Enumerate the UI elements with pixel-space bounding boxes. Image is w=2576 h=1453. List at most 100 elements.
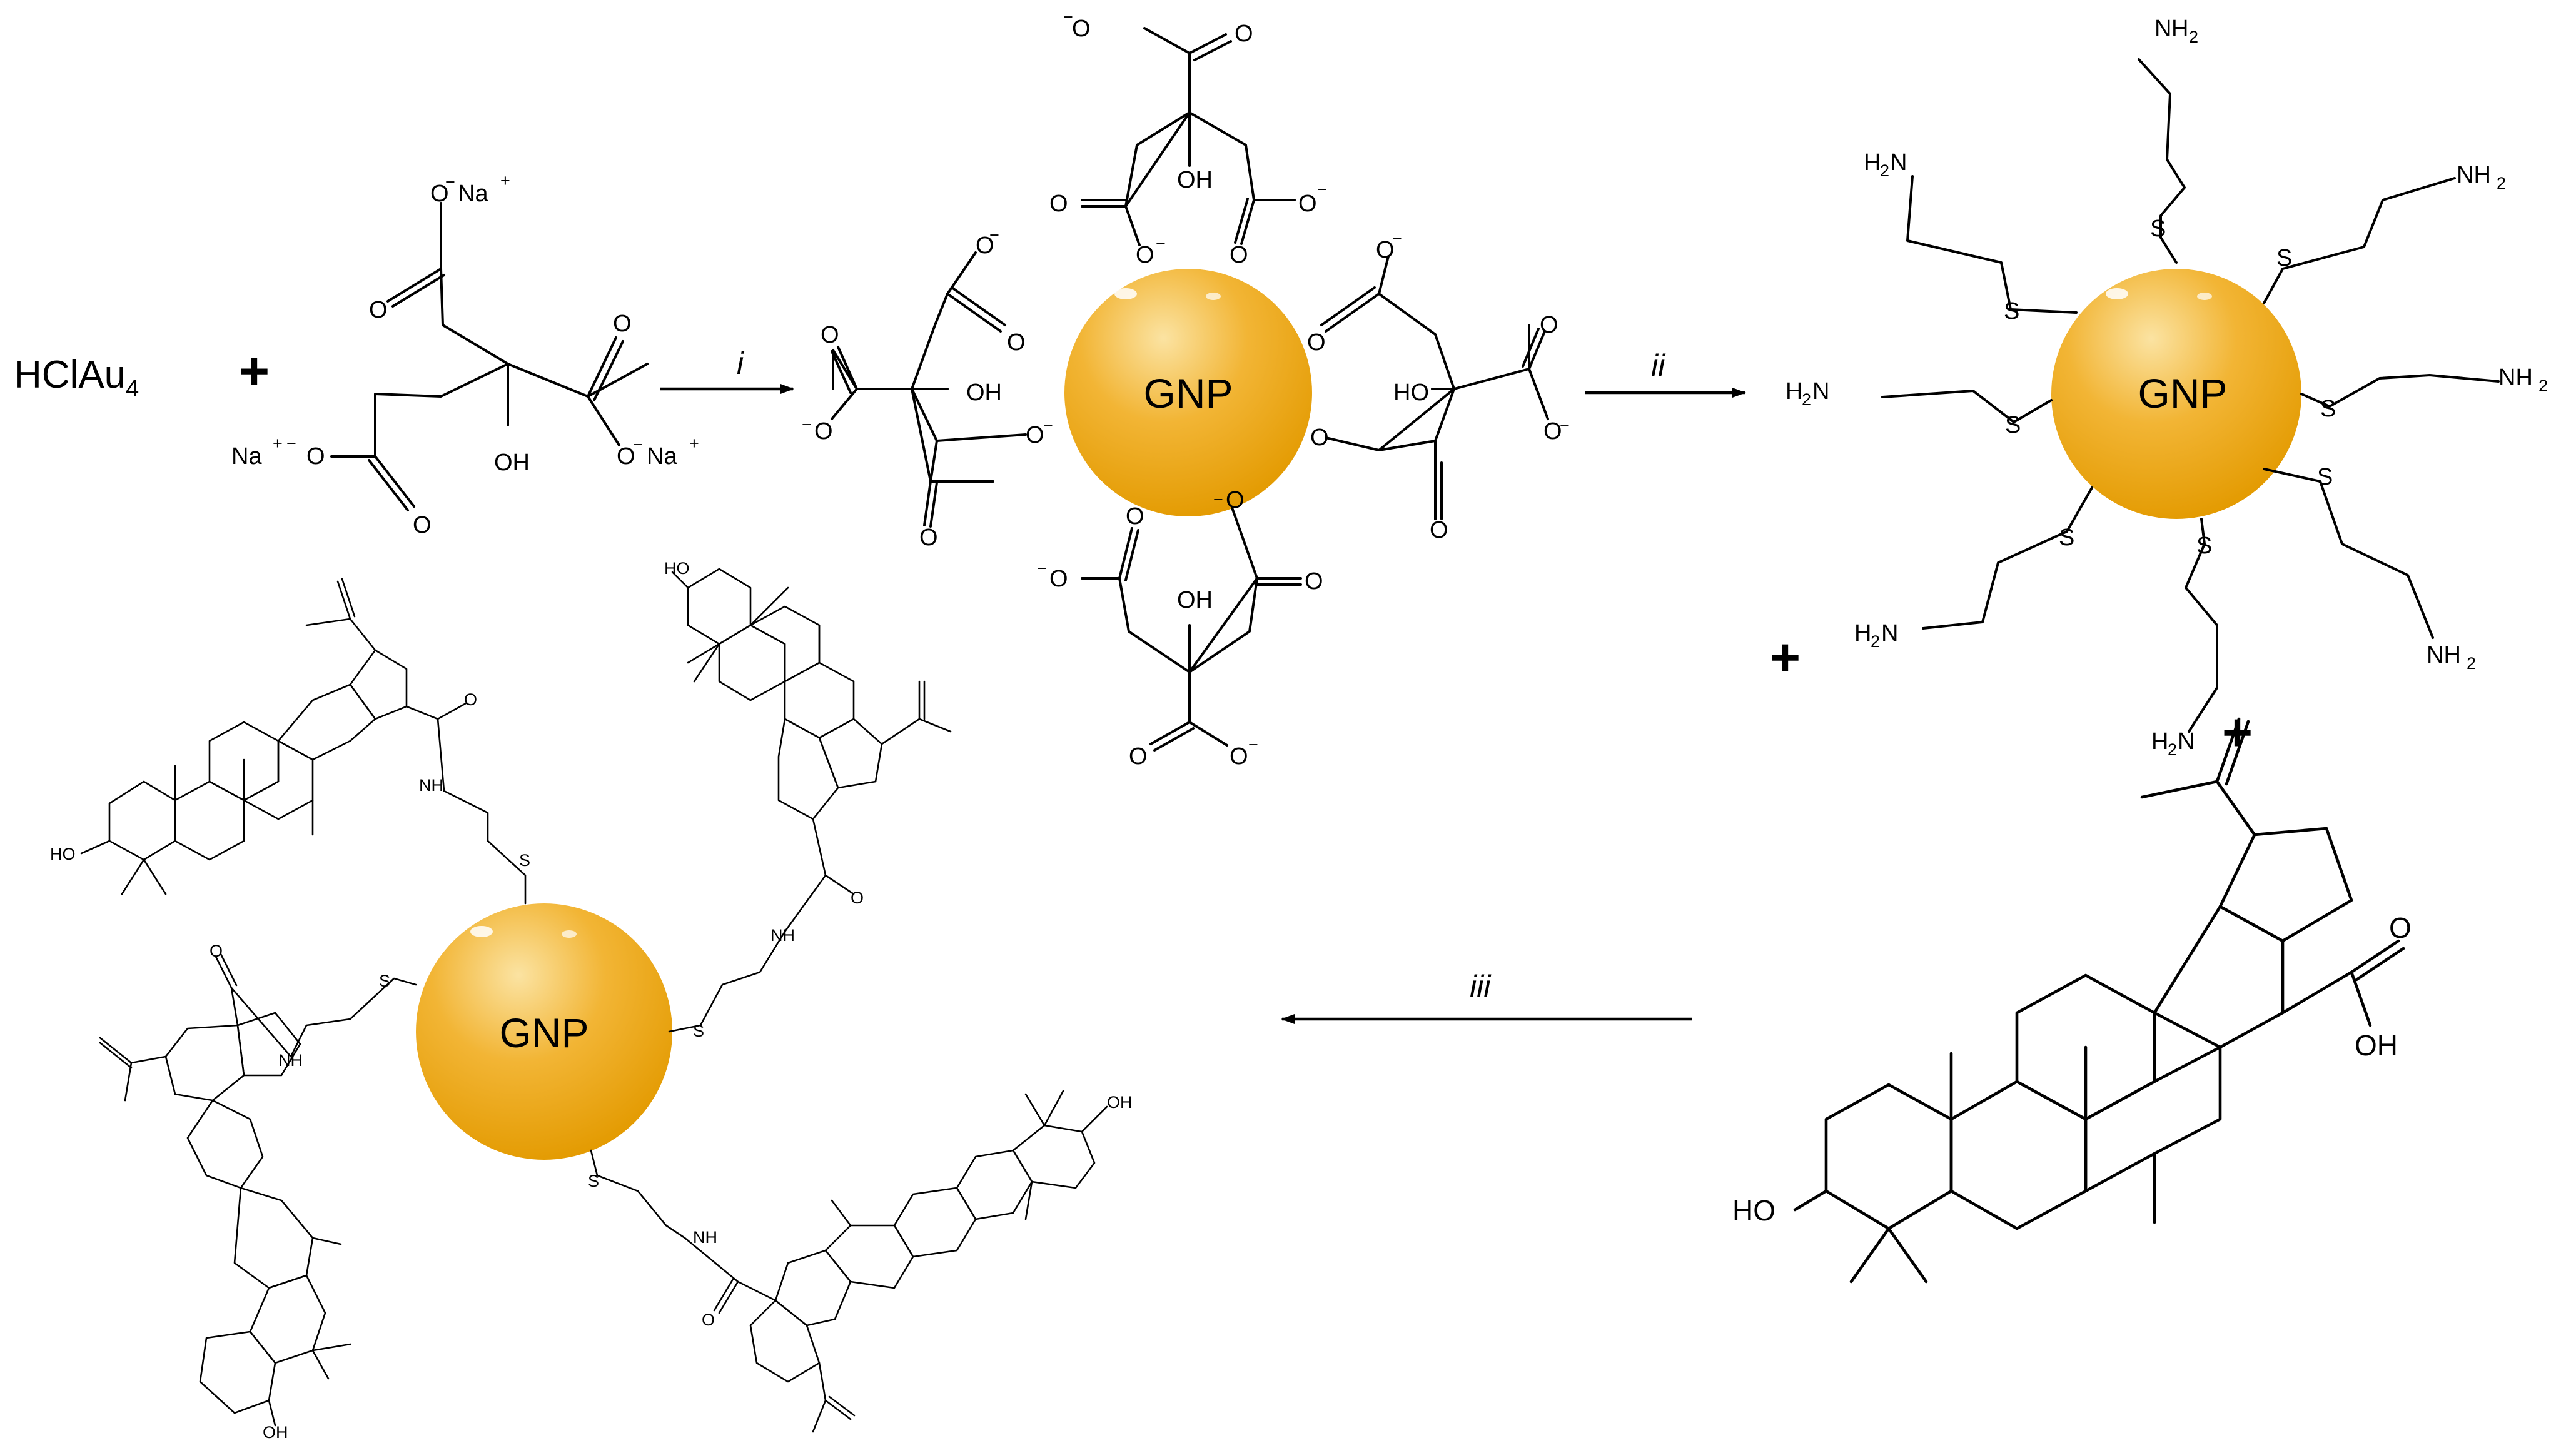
svg-text:O: O [1430,517,1448,543]
svg-text:HO: HO [50,845,76,863]
svg-text:O: O [1298,191,1317,217]
svg-text:−: − [989,226,999,244]
svg-text:2: 2 [2497,174,2506,193]
svg-text:2: 2 [2168,740,2177,759]
svg-text:OH: OH [966,380,1002,406]
svg-text:O: O [1226,487,1245,513]
svg-text:H: H [2151,728,2168,755]
gold-nanoparticle-3 [416,903,672,1160]
svg-text:−: − [1560,416,1570,435]
svg-text:O: O [976,233,994,259]
svg-text:NH: NH [2498,365,2533,391]
svg-text:HO: HO [664,559,690,578]
svg-text:−: − [1156,234,1166,253]
svg-text:2: 2 [1871,632,1880,651]
betulin-unit-bottom-left: O OH [99,942,351,1442]
svg-text:Na: Na [458,181,488,207]
svg-text:GNP: GNP [499,1010,588,1056]
svg-text:S: S [2317,464,2333,490]
svg-text:HO: HO [1732,1194,1775,1227]
svg-text:S: S [2059,525,2074,551]
svg-text:O: O [2389,912,2412,944]
svg-text:S: S [2005,412,2021,438]
svg-text:H: H [2171,16,2188,42]
svg-text:O: O [1136,242,1154,268]
betulin-unit-top-left: HO O [50,578,477,895]
svg-text:GNP: GNP [1143,370,1233,416]
svg-text:O: O [1072,16,1091,42]
svg-text:OH: OH [2355,1029,2398,1062]
betulinic-acid: O OH HO [1732,717,2412,1284]
svg-text:−: − [1213,490,1223,509]
svg-text:NH: NH [2427,642,2461,668]
svg-text:O: O [702,1310,715,1329]
svg-text:O: O [821,322,839,348]
svg-text:H: H [1854,620,1871,646]
svg-text:O: O [369,297,388,323]
svg-text:N: N [1890,149,1907,176]
svg-text:−: − [1248,735,1258,754]
svg-text:+: + [500,171,510,190]
svg-text:O: O [613,311,632,337]
svg-text:NH: NH [770,926,795,945]
svg-text:OH: OH [263,1423,288,1442]
betulin-unit-top-right: HO O [664,559,952,933]
cysteamine-capped-gnp: GNP S N H 2 S H 2 N S NH 2 S H 2 N S NH … [1786,16,2548,759]
svg-text:−: − [1043,416,1053,435]
svg-text:HO: HO [1393,380,1429,406]
step-label-ii: ii [1651,348,1666,383]
svg-text:O: O [1235,21,1253,47]
svg-text:O: O [1540,312,1558,338]
svg-text:−: − [633,435,643,454]
svg-text:O: O [1543,418,1562,445]
svg-text:N: N [1812,378,1829,405]
step-label-i: i [737,346,745,381]
svg-text:H: H [1786,378,1802,405]
svg-text:S: S [2276,245,2292,271]
gold-nanoparticle-1 [1064,269,1312,516]
gold-nanoparticle-2 [2051,269,2301,519]
svg-text:N: N [1881,620,1898,646]
svg-text:H: H [1864,149,1881,176]
svg-text:S: S [2150,216,2166,242]
svg-text:2: 2 [2189,28,2198,46]
svg-text:OH: OH [494,450,530,476]
citrate-capped-gnp: GNP O − O OH O O − O − O O [802,8,1570,770]
svg-text:OH: OH [1107,1093,1133,1112]
sodium-citrate: O − Na + O O O − Na + OH Na + − O O [231,171,699,538]
svg-text:2: 2 [2538,376,2548,395]
svg-text:S: S [2196,533,2212,559]
svg-text:O: O [1007,329,1026,356]
svg-text:NH: NH [693,1228,717,1247]
svg-text:O: O [919,525,938,551]
svg-text:−: − [445,173,455,191]
svg-text:+: + [273,434,283,453]
svg-text:S: S [2004,298,2019,324]
svg-text:O: O [1049,566,1068,592]
svg-text:S: S [2320,396,2336,422]
svg-text:N: N [2154,16,2171,42]
svg-text:OH: OH [1177,167,1213,193]
svg-text:O: O [1129,743,1148,770]
svg-text:O: O [430,181,449,207]
svg-text:S: S [693,1022,704,1040]
svg-text:O: O [1376,237,1395,263]
svg-text:+: + [689,434,699,453]
svg-text:O: O [1026,422,1044,448]
svg-text:NH: NH [419,776,443,795]
svg-text:O: O [1310,425,1329,451]
svg-text:O: O [1305,568,1323,595]
svg-text:HClAu4: HClAu4 [14,353,139,402]
svg-text:−: − [1392,229,1402,248]
plus-sign-2: + [1770,628,1801,686]
svg-text:OH: OH [1177,587,1213,613]
svg-text:−: − [802,415,812,434]
svg-text:O: O [1307,329,1326,356]
svg-text:S: S [519,851,530,870]
svg-text:−: − [1037,559,1047,578]
svg-text:O: O [464,690,477,709]
svg-text:O: O [617,443,635,470]
svg-text:2: 2 [1880,161,1889,180]
svg-text:−: − [286,434,296,453]
